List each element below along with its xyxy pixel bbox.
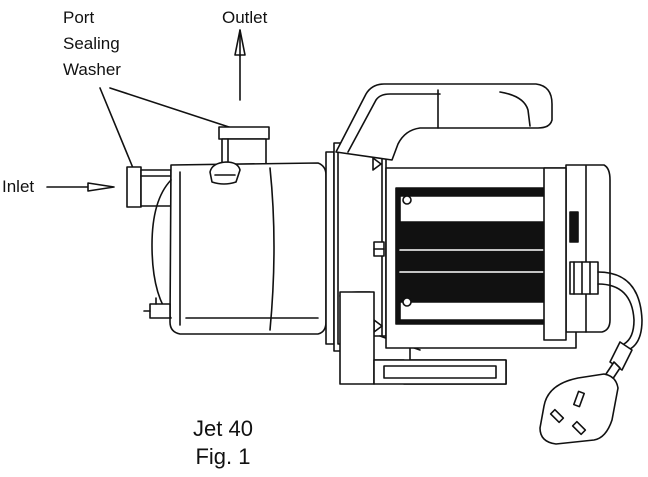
base-foot (339, 291, 507, 385)
port-label-line1: Port (63, 8, 95, 27)
port-label-line2: Sealing (63, 34, 120, 53)
port-label-line3: Washer (63, 60, 121, 79)
drain-port (143, 297, 171, 319)
cable-gland (569, 261, 599, 295)
model-caption: Jet 40 (193, 416, 253, 441)
inlet-arrow (46, 182, 115, 192)
inlet-port (126, 166, 172, 208)
power-cable (597, 271, 643, 351)
pump-body (151, 162, 327, 335)
fan-cover (543, 164, 611, 341)
plug-neck (605, 341, 633, 381)
mains-plug-icon (539, 373, 619, 445)
figure-caption: Fig. 1 (195, 444, 251, 469)
outlet-arrow (234, 29, 246, 101)
priming-plug (209, 161, 241, 185)
outlet-port (218, 126, 270, 166)
outlet-label: Outlet (222, 8, 268, 27)
port-washer-leaders (99, 87, 233, 169)
inlet-label: Inlet (2, 177, 35, 196)
carry-handle (335, 83, 553, 161)
